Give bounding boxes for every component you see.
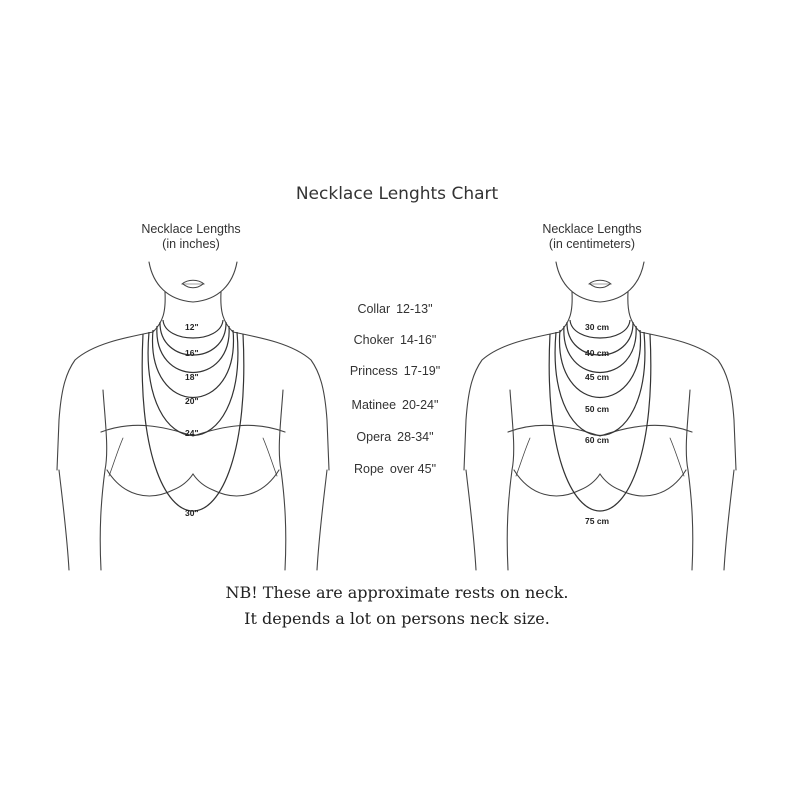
left-length-label: 30"	[185, 508, 199, 518]
legend-style-range: 12-13"	[396, 302, 433, 316]
left-length-label: 20"	[185, 396, 199, 406]
legend-style-range: over 45"	[389, 462, 437, 476]
right-figure: 30 cm 40 cm 45 cm 50 cm 60 cm 75 cm	[463, 209, 737, 575]
legend-style-range: 20-24"	[402, 398, 439, 412]
right-length-label: 60 cm	[585, 435, 610, 445]
right-length-label: 50 cm	[585, 404, 610, 414]
legend-style-name: Rope	[353, 462, 384, 476]
left-length-label: 12"	[185, 322, 199, 332]
right-length-label: 40 cm	[585, 348, 610, 358]
legend-row: Choker 14-16"	[330, 333, 460, 347]
right-length-label: 45 cm	[585, 372, 610, 382]
right-heading-line2: (in centimeters)	[548, 237, 636, 251]
right-length-label: 30 cm	[585, 322, 610, 332]
right-panel-heading: Necklace Lengths (in centimeters)	[502, 222, 682, 252]
legend-row: Opera 28-34"	[330, 430, 460, 444]
legend-style-range: 17-19"	[403, 364, 441, 378]
note-line-2: It depends a lot on persons neck size.	[244, 609, 550, 628]
legend-style-name: Matinee	[351, 398, 397, 412]
legend-style-name: Opera	[356, 430, 392, 444]
chart-title: Necklace Lenghts Chart	[295, 184, 499, 204]
left-heading-line2: (in inches)	[162, 237, 220, 251]
legend-style-name: Collar	[357, 302, 391, 316]
left-heading-line1: Necklace Lengths	[141, 222, 241, 236]
right-length-label: 75 cm	[585, 516, 610, 526]
legend-style-range: 14-16"	[399, 333, 437, 347]
left-length-label: 18"	[185, 372, 199, 382]
note-line-1: NB! These are approximate rests on neck.	[225, 583, 569, 602]
left-length-label: 24"	[185, 428, 199, 438]
legend-style-name: Choker	[353, 333, 394, 347]
right-heading-line1: Necklace Lengths	[542, 222, 642, 236]
legend-row: Collar 12-13"	[330, 302, 460, 316]
left-panel-heading: Necklace Lengths (in inches)	[101, 222, 281, 252]
legend-row: Rope over 45"	[330, 462, 460, 476]
legend-row: Princess 17-19"	[330, 364, 460, 378]
legend-style-range: 28-34"	[397, 430, 434, 444]
legend-style-name: Princess	[349, 364, 398, 378]
legend-row: Matinee 20-24"	[330, 398, 460, 412]
left-figure: 12" 16" 18" 20" 24" 30"	[56, 209, 330, 575]
left-length-label: 16"	[185, 348, 199, 358]
